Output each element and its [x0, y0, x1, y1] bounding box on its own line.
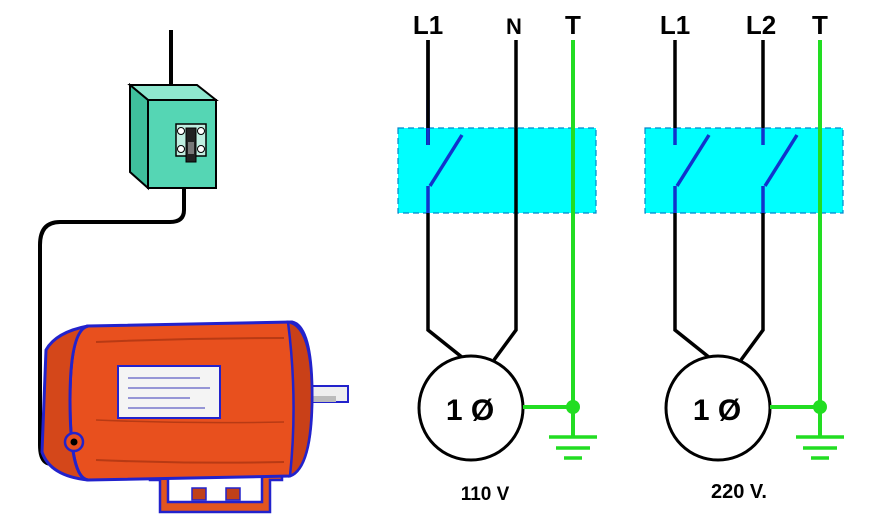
ground-symbol-icon — [796, 435, 844, 460]
label-t: T — [812, 10, 828, 40]
label-l1: L1 — [413, 10, 443, 40]
label-t: T — [565, 10, 581, 40]
voltage-label: 110 V — [461, 484, 510, 505]
circuit-110: L1 N T 1 Ø 110 V — [397, 10, 597, 505]
label-l2: L2 — [746, 10, 776, 40]
label-n: N — [506, 14, 522, 39]
motor-label: 1 Ø — [693, 394, 741, 427]
label-l1: L1 — [660, 10, 690, 40]
switch-contact — [428, 134, 464, 187]
disconnect-switch-icon — [127, 82, 219, 191]
motor-label: 1 Ø — [446, 394, 494, 427]
circuit-220: L1 L2 T 1 Ø 220 V. — [644, 10, 844, 503]
switch-contact-l1 — [675, 134, 711, 187]
ground-junction — [566, 400, 580, 414]
ground-junction — [813, 400, 827, 414]
electric-motor-icon — [40, 320, 349, 514]
switch-box — [644, 127, 844, 214]
illustration — [38, 30, 349, 514]
switch-contact-l2 — [763, 134, 799, 187]
switch-box — [397, 127, 597, 214]
wire-n — [492, 40, 518, 362]
voltage-label: 220 V. — [711, 481, 767, 503]
ground-symbol-icon — [549, 435, 597, 460]
